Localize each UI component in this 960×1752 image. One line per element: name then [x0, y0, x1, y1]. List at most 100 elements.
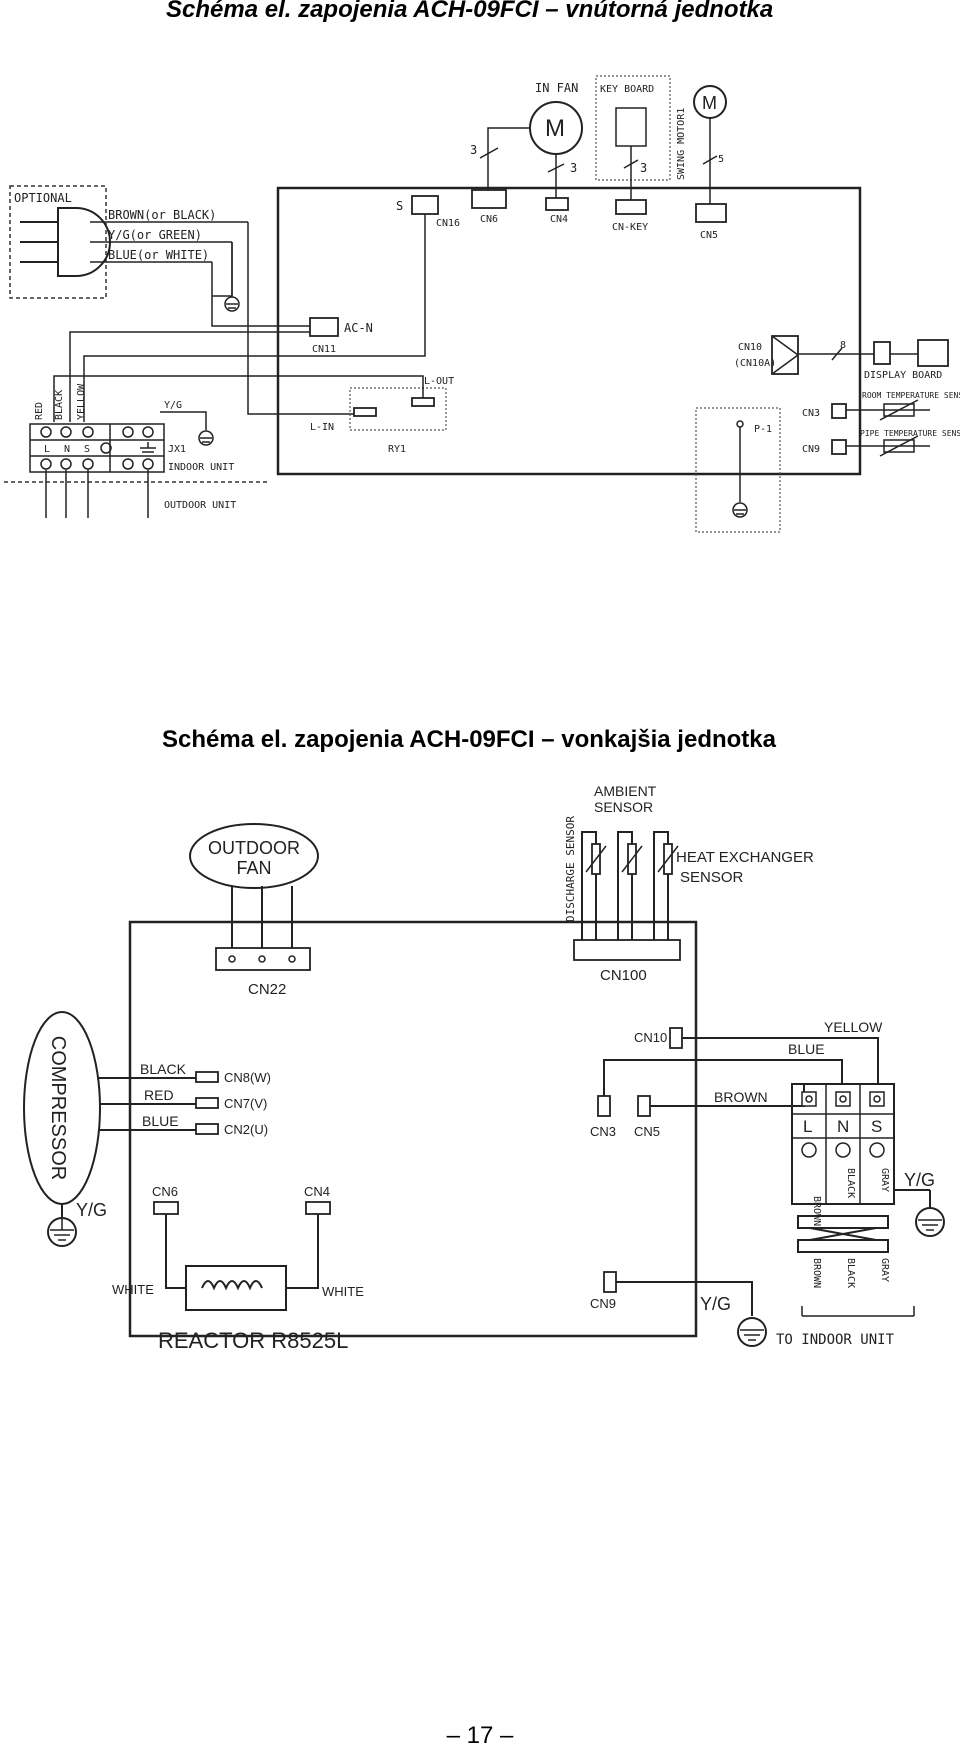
wire-yg-label: Y/G(or GREEN) — [108, 228, 202, 242]
outdoor-wiring-diagram: OUTDOOR FAN CN22 DISCHARGE SENSOR AMBIEN… — [23, 783, 945, 1353]
earth-symbol-block — [140, 442, 156, 453]
outdoor-cable-clamp-top — [797, 1215, 889, 1229]
cn5-connector — [695, 203, 727, 223]
cn9-label: CN9 — [802, 444, 820, 455]
ry1-label: RY1 — [388, 444, 406, 455]
discharge-sensor-label: DISCHARGE SENSOR — [564, 816, 577, 922]
ry1-relay-box — [349, 387, 447, 431]
cn9-connector — [831, 439, 847, 455]
cn22-connector — [215, 947, 311, 971]
cn3-label: CN3 — [802, 408, 820, 419]
terminal-yg-label: Y/G — [904, 1170, 935, 1190]
wire-blue-label: BLUE(or WHITE) — [108, 248, 209, 262]
heat-exchanger-label-1: HEAT EXCHANGER — [676, 849, 814, 866]
outdoor-diagram-title: Schéma el. zapojenia ACH-09FCI – vonkajš… — [162, 726, 776, 753]
cn10-connector — [771, 335, 799, 375]
in-fan-m-symbol: M — [545, 115, 565, 142]
yellow-wire-label: YELLOW — [824, 1019, 883, 1035]
cn5-connector — [637, 1095, 651, 1117]
key-board-box — [595, 75, 671, 181]
indoor-main-board — [276, 186, 862, 476]
page-number: – 17 – — [446, 1722, 514, 1749]
ac-n-label: AC-N — [344, 321, 373, 335]
optional-plug — [57, 207, 111, 277]
ac-n-connector — [309, 317, 339, 337]
outdoor-cable-clamp-bottom — [797, 1239, 889, 1253]
wire-count-3a: 3 — [470, 143, 477, 157]
cn3-connector — [831, 403, 847, 419]
compressor-label: COMPRESSOR — [47, 1036, 69, 1180]
term-gray-label-bottom: GRAY — [879, 1258, 890, 1282]
cn100-label: CN100 — [600, 967, 647, 984]
black-wire-label: BLACK — [54, 390, 65, 420]
term-black-label-top: BLACK — [845, 1168, 856, 1198]
ambient-sensor-label-2: SENSOR — [594, 799, 653, 815]
cn100-connector — [573, 939, 681, 961]
term-brown-label-top: BROWN — [811, 1196, 822, 1226]
compressor-yg-label: Y/G — [76, 1200, 107, 1220]
blue-wire-label: BLUE — [788, 1041, 825, 1057]
wire-count-3b: 3 — [570, 161, 577, 175]
cn7v-connector — [195, 1097, 219, 1109]
cn6-connector — [471, 189, 507, 209]
cn4-label: CN4 — [550, 214, 568, 225]
to-indoor-unit-label: TO INDOOR UNIT — [776, 1332, 895, 1348]
outdoor-fan-label-2: FAN — [236, 858, 271, 878]
earth-symbol — [224, 296, 240, 312]
ry1-contact-in — [353, 407, 377, 417]
wire-brown-label: BROWN(or BLACK) — [108, 208, 216, 222]
in-fan-label: IN FAN — [535, 81, 578, 95]
l-out-label: L-OUT — [424, 376, 454, 387]
compressor-red-label: RED — [144, 1087, 174, 1103]
jx1-terminal-block — [29, 423, 165, 473]
cn4-connector — [545, 197, 569, 211]
heat-exchanger-label-2: SENSOR — [680, 869, 744, 886]
cn3-connector — [597, 1095, 611, 1117]
cn4-connector — [305, 1201, 331, 1215]
cn10-connector — [669, 1027, 683, 1049]
outdoor-fan-label-1: OUTDOOR — [208, 838, 300, 858]
outdoor-terminal-l: L — [803, 1117, 812, 1136]
compressor-black-label: BLACK — [140, 1061, 187, 1077]
ry1-contact-out — [411, 397, 435, 407]
ambient-sensor-label-1: AMBIENT — [594, 783, 657, 799]
wire-count-3c: 3 — [640, 161, 647, 175]
cn8w-connector — [195, 1071, 219, 1083]
outdoor-terminal-s: S — [871, 1117, 882, 1136]
cn10-label: CN10 — [634, 1030, 667, 1045]
cn22-label: CN22 — [248, 981, 286, 998]
compressor-blue-label: BLUE — [142, 1113, 179, 1129]
s-label: S — [396, 199, 403, 213]
optional-box — [9, 185, 107, 299]
room-temp-sensor — [883, 403, 915, 417]
reactor-white-left: WHITE — [112, 1282, 154, 1297]
reactor — [185, 1265, 287, 1311]
outdoor-terminal-n: N — [837, 1117, 849, 1136]
cn3-label: CN3 — [590, 1124, 616, 1139]
cn10-label: CN10 — [738, 342, 762, 353]
pipe-temp-sensor — [883, 439, 915, 453]
brown-wire-label: BROWN — [714, 1089, 768, 1105]
outdoor-unit-label: OUTDOOR UNIT — [164, 500, 236, 511]
cn11-label: CN11 — [312, 344, 336, 355]
cn10a-label: (CN10A) — [734, 358, 776, 369]
cn4-label: CN4 — [304, 1184, 330, 1199]
terminal-l: L — [44, 444, 50, 455]
earth-symbol-terminal — [198, 430, 214, 446]
cn6-connector — [153, 1201, 179, 1215]
cn-key-label: CN-KEY — [612, 222, 648, 233]
cn9-label: CN9 — [590, 1296, 616, 1311]
cn8w-label: CN8(W) — [224, 1070, 271, 1085]
key-board-module — [615, 107, 647, 147]
swing-motor-m-symbol: M — [702, 93, 717, 113]
room-sensor-label: ROOM TEMPERATURE SENSOR — [862, 391, 960, 400]
terminal-n: N — [64, 444, 70, 455]
indoor-wiring-diagram: OPTIONAL BROWN(or BLACK) Y/G(or GREEN) B… — [4, 75, 960, 533]
term-brown-label-bottom: BROWN — [811, 1258, 822, 1288]
l-in-label: L-IN — [310, 422, 334, 433]
cn-key-connector — [615, 199, 647, 215]
earth-symbol-cn9 — [737, 1317, 767, 1347]
cn7v-label: CN7(V) — [224, 1096, 267, 1111]
yg-label: Y/G — [164, 400, 182, 411]
display-board — [917, 339, 949, 367]
